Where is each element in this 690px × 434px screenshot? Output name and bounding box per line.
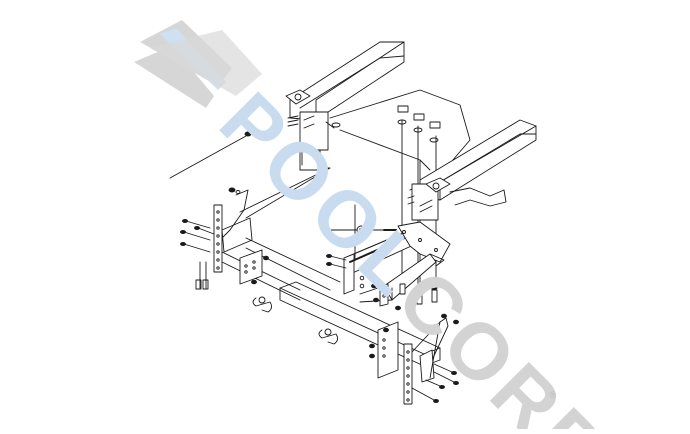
right-push-arm: [360, 254, 444, 310]
left-hitch-lug: [240, 250, 272, 312]
left-mount-plate: [214, 190, 252, 272]
left-bolts: [181, 188, 241, 289]
vertical-pins: [400, 284, 437, 304]
left-frame-bracket: [286, 90, 328, 165]
watermark-logo-icon: [134, 20, 262, 108]
frame-studs: [398, 106, 440, 142]
right-frame-bracket: [408, 178, 450, 220]
right-mount-plate: [378, 318, 448, 404]
left-mount-bar: [240, 150, 330, 218]
left-push-rail: [222, 238, 340, 300]
center-receiver: [327, 226, 421, 294]
watermark-text: POOLCORP: [203, 76, 624, 429]
center-mount-plate: [398, 222, 450, 262]
right-hitch-lug: [319, 329, 338, 344]
right-bolts: [370, 314, 459, 402]
registered-mark: ®: [549, 390, 557, 400]
crosshair-target: [330, 205, 396, 260]
tow-hook: [450, 188, 506, 206]
leader-line: [170, 132, 251, 178]
